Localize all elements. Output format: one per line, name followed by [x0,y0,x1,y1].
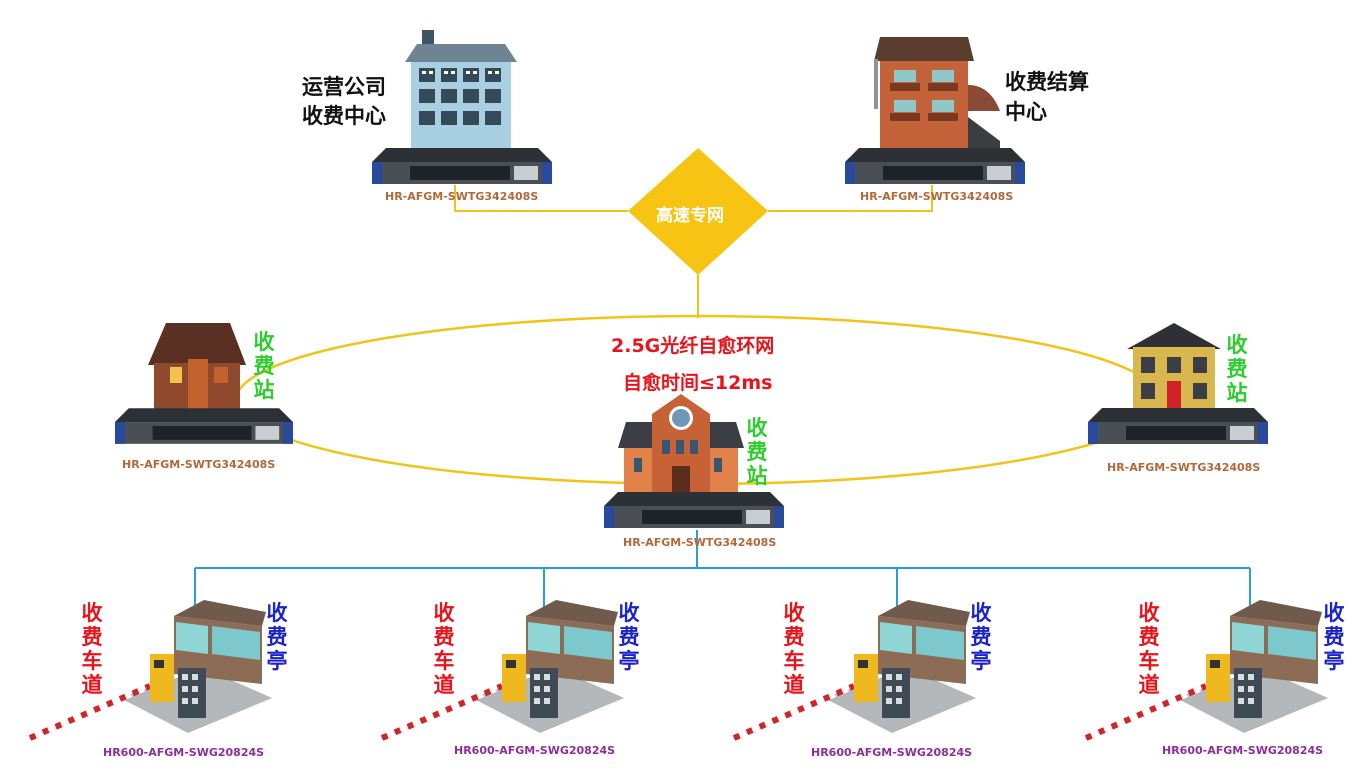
toll-lane-icon [28,600,272,741]
hq-right-label-line1: 收费结算 [1005,70,1089,94]
lane-1-label: 收费车道 [81,601,103,697]
hq-left-switch-model: HR-AFGM-SWTG342408S [385,190,539,203]
ring-title: 2.5G光纤自愈环网 [611,335,775,357]
station-left-switch-model: HR-AFGM-SWTG342408S [122,458,276,471]
core-switch-icon [372,148,552,184]
station-center-label: 收费站 [746,416,768,488]
hub-diamond [628,148,768,275]
hq-right-label-line2: 中心 [1005,100,1047,124]
ring-recovery-time: 自愈时间≤12ms [623,372,773,394]
core-switch-icon [845,148,1025,184]
lane-3-label: 收费车道 [783,601,805,697]
booth-2-label: 收费亭 [618,601,640,673]
booth-4-label: 收费亭 [1323,601,1345,673]
booth-3-label: 收费亭 [970,601,992,673]
link-right-hq [768,185,933,212]
lane-3-switch-model: HR600-AFGM-SWG20824S [811,746,973,759]
toll-station-house-icon [1127,323,1221,411]
station-right-label: 收费站 [1226,333,1248,405]
toll-station-house-icon [148,323,246,411]
toll-station-building-icon [618,394,744,492]
toll-lane-icon [732,600,976,741]
hq-left-label-line2: 收费中心 [302,104,386,128]
hq-left-label-line1: 运营公司 [302,75,386,99]
lane-2-label: 收费车道 [433,601,455,697]
lane-1-switch-model: HR600-AFGM-SWG20824S [103,746,265,759]
lane-2-switch-model: HR600-AFGM-SWG20824S [454,744,616,757]
office-building-icon [405,30,517,150]
settlement-building-icon [874,37,1000,149]
hub-label: 高速专网 [656,206,724,226]
station-right-switch-model: HR-AFGM-SWTG342408S [1107,461,1261,474]
lane-4-label: 收费车道 [1138,601,1160,697]
toll-lane-icon [380,600,624,741]
booth-1-label: 收费亭 [266,601,288,673]
core-switch-icon [604,492,784,528]
toll-lane-icon [1084,600,1328,741]
core-switch-icon [115,408,293,444]
lane-4-switch-model: HR600-AFGM-SWG20824S [1162,744,1324,757]
link-left-hq [454,185,628,212]
core-switch-icon [1088,408,1268,444]
station-center-switch-model: HR-AFGM-SWTG342408S [623,536,777,549]
station-left-label: 收费站 [253,330,275,402]
hq-right-switch-model: HR-AFGM-SWTG342408S [860,190,1014,203]
